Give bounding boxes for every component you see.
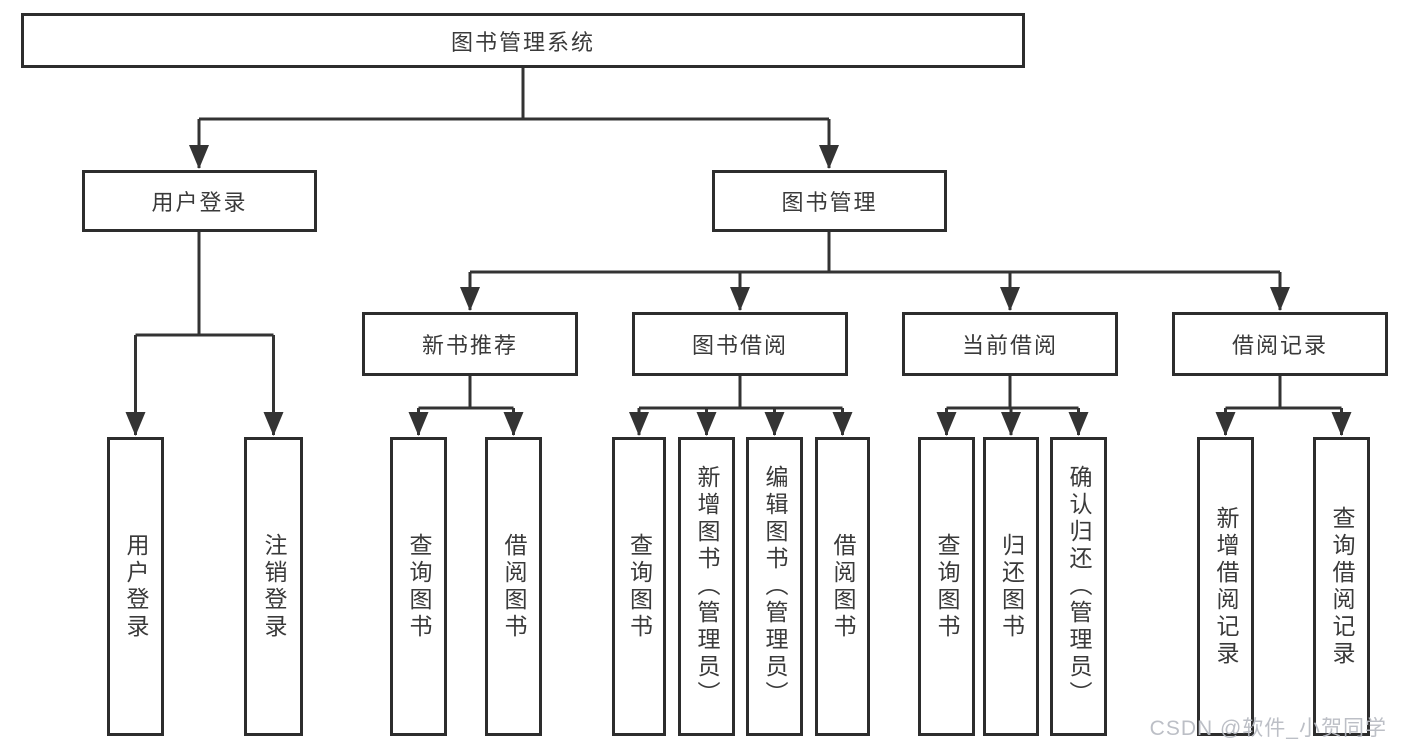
leaf-add-borrow-record: 新增借阅记录 [1197, 437, 1254, 736]
node-label: 归还图书 [998, 532, 1025, 641]
leaf-edit-books-admin: 编辑图书（管理员） [746, 437, 803, 736]
node-label: 用户登录 [123, 532, 149, 641]
node-current-borrowing: 当前借阅 [902, 312, 1118, 376]
node-label: 注销登录 [261, 532, 287, 641]
node-label: 确认归还（管理员） [1066, 465, 1092, 708]
leaf-logout: 注销登录 [244, 437, 303, 736]
leaf-return-books: 归还图书 [983, 437, 1039, 736]
leaf-query-books-borrowing: 查询图书 [612, 437, 666, 736]
node-new-book-recommend: 新书推荐 [362, 312, 578, 376]
node-label: 查询图书 [406, 532, 432, 641]
leaf-borrow-books: 借阅图书 [815, 437, 870, 736]
node-label: 查询图书 [626, 532, 653, 641]
node-library-management-system: 图书管理系统 [21, 13, 1025, 68]
node-book-management: 图书管理 [712, 170, 947, 232]
node-label: 新书推荐 [421, 333, 518, 358]
csdn-watermark: CSDN @软件_小贺同学 [1149, 717, 1387, 740]
node-label: 查询借阅记录 [1329, 505, 1355, 668]
leaf-user-login: 用户登录 [107, 437, 164, 736]
node-borrowing-records: 借阅记录 [1172, 312, 1388, 376]
leaf-query-borrow-record: 查询借阅记录 [1313, 437, 1370, 736]
leaf-query-books-current: 查询图书 [918, 437, 975, 736]
connector-trunk-lines [135, 68, 1342, 410]
node-label: 查询图书 [934, 532, 960, 641]
node-label: 新增图书（管理员） [694, 465, 720, 708]
connector-arrow-lines [125, 119, 1352, 436]
node-label: 新增借阅记录 [1213, 505, 1239, 668]
leaf-query-books-recommend: 查询图书 [390, 437, 447, 736]
node-label: 借阅记录 [1231, 333, 1328, 358]
node-label: 图书管理 [781, 190, 878, 215]
leaf-borrow-books-recommend: 借阅图书 [485, 437, 542, 736]
node-label: 图书借阅 [691, 333, 788, 358]
node-label: 用户登录 [151, 190, 248, 215]
node-user-login: 用户登录 [82, 170, 317, 232]
node-label: 编辑图书（管理员） [762, 465, 788, 708]
node-label: 借阅图书 [830, 532, 856, 641]
node-label: 当前借阅 [961, 333, 1058, 358]
leaf-add-books-admin: 新增图书（管理员） [678, 437, 735, 736]
node-label: 图书管理系统 [450, 29, 595, 55]
node-label: 借阅图书 [501, 532, 527, 641]
node-book-borrowing: 图书借阅 [632, 312, 848, 376]
leaf-confirm-return-admin: 确认归还（管理员） [1050, 437, 1107, 736]
